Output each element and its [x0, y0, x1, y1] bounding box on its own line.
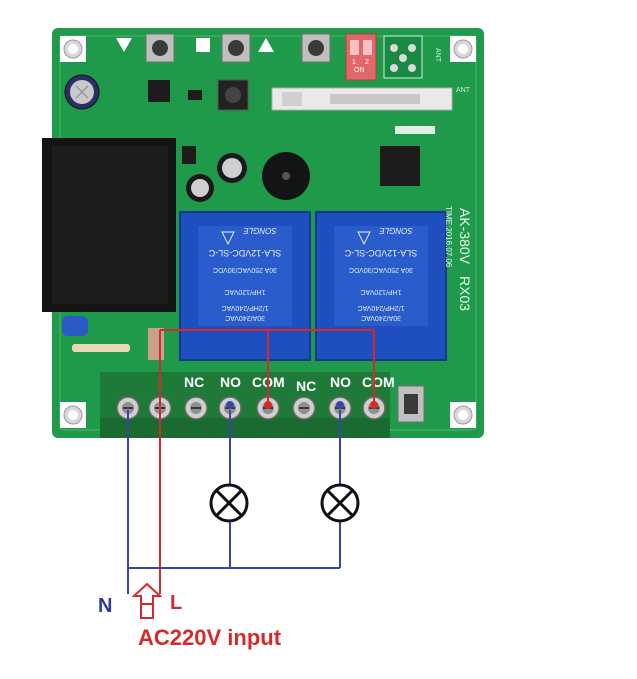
- rf-module: ANT: [271, 87, 471, 111]
- wire-contact-dot: [370, 401, 378, 409]
- push-button-1[interactable]: [145, 33, 175, 63]
- mounting-hole-top-right: [450, 36, 476, 62]
- label-nc-1: NC: [184, 374, 204, 390]
- input-arrow-icon: [131, 582, 163, 619]
- transformer-block: [42, 138, 176, 312]
- dip-label-2: 2: [365, 59, 369, 66]
- dip-switch[interactable]: ON 1 2: [345, 33, 377, 81]
- square-marker: [196, 38, 210, 52]
- neutral-label: N: [98, 595, 112, 617]
- wire-contact-dot: [264, 401, 272, 409]
- mounting-hole-bottom-left: [60, 402, 86, 428]
- relay-2: 30A/240VAC 1/2HP/240VAC 1HP/120VAC 30A 2…: [315, 211, 447, 361]
- label-no-2: NO: [330, 374, 351, 390]
- resistor-1: [72, 344, 130, 352]
- transistor-1: [182, 146, 196, 164]
- dip-label-on: ON: [354, 67, 365, 74]
- fuse-holder: [148, 328, 164, 360]
- relay-2-line-4: 30A 250VAC/30VDC: [349, 266, 413, 273]
- relay-2-line-5: SLA-12VDC-SL-C: [344, 248, 417, 258]
- ant-label-top: ANT: [434, 48, 441, 63]
- arrow-up-marker: [258, 38, 274, 52]
- wire-contact-dot: [336, 401, 344, 409]
- live-wire-to-com: [159, 329, 375, 410]
- push-button-2[interactable]: [221, 33, 251, 63]
- lamp-2-icon: [320, 483, 360, 523]
- buzzer-hole: [282, 172, 290, 180]
- input-label: AC220V input: [138, 625, 282, 650]
- ic-chip-2: [188, 90, 202, 100]
- lamp-1-icon: [209, 483, 249, 523]
- relay-1-line-4: 30A 250VAC/30VDC: [213, 266, 277, 273]
- neutral-to-lamps: [128, 521, 341, 569]
- relay-1-line-2: 1/2HP/240VAC: [222, 304, 269, 311]
- wire-contact-dot: [226, 401, 234, 409]
- mounting-hole-top-left: [60, 36, 86, 62]
- arrow-down-marker: [116, 38, 132, 52]
- relay-2-warning-icon: [357, 231, 371, 246]
- capacitor-2: [217, 153, 247, 183]
- ic-chip-1: [148, 80, 170, 102]
- label-no-1: NO: [220, 374, 241, 390]
- relay-2-brand: SONGLE: [379, 226, 413, 235]
- mounting-hole-bottom-right: [450, 402, 476, 428]
- board-date-code: TIME:2016.07.06: [444, 206, 453, 268]
- main-ic: [380, 126, 435, 186]
- relay-2-line-2: 1/2HP/240VAC: [358, 304, 405, 311]
- inductor-core: [225, 87, 241, 103]
- ant-label-module: ANT: [456, 87, 471, 94]
- capacitor-3: [186, 174, 214, 202]
- live-label: L: [170, 592, 182, 614]
- relay-1: 30A/240VAC 1/2HP/240VAC 1HP/120VAC 30A 2…: [179, 211, 311, 361]
- board-model-sub: RX03: [457, 276, 473, 311]
- antenna-pads: ANT: [383, 35, 441, 79]
- relay-1-line-1: 30A/240VAC: [225, 314, 265, 321]
- capacitor-1: [64, 74, 100, 110]
- varistor: [62, 316, 88, 336]
- relay-1-brand: SONGLE: [243, 226, 277, 235]
- reset-button[interactable]: [397, 385, 425, 423]
- terminal-screw-3: [184, 396, 208, 420]
- wiring: [127, 329, 375, 594]
- relay-2-line-1: 30A/240VAC: [361, 314, 401, 321]
- terminal-screw-1: [116, 396, 140, 420]
- push-button-3[interactable]: [301, 33, 331, 63]
- label-com-2: COM: [362, 374, 395, 390]
- relay-2-line-3: 1HP/120VAC: [360, 288, 401, 295]
- relay-1-line-3: 1HP/120VAC: [224, 288, 265, 295]
- relay-1-warning-icon: [221, 231, 235, 246]
- terminal-screw-6: [292, 396, 316, 420]
- board-model-main: AK-380V: [457, 208, 473, 265]
- dip-label-1: 1: [352, 59, 356, 66]
- label-nc-2: NC: [296, 378, 316, 394]
- relay-1-line-5: SLA-12VDC-SL-C: [208, 248, 281, 258]
